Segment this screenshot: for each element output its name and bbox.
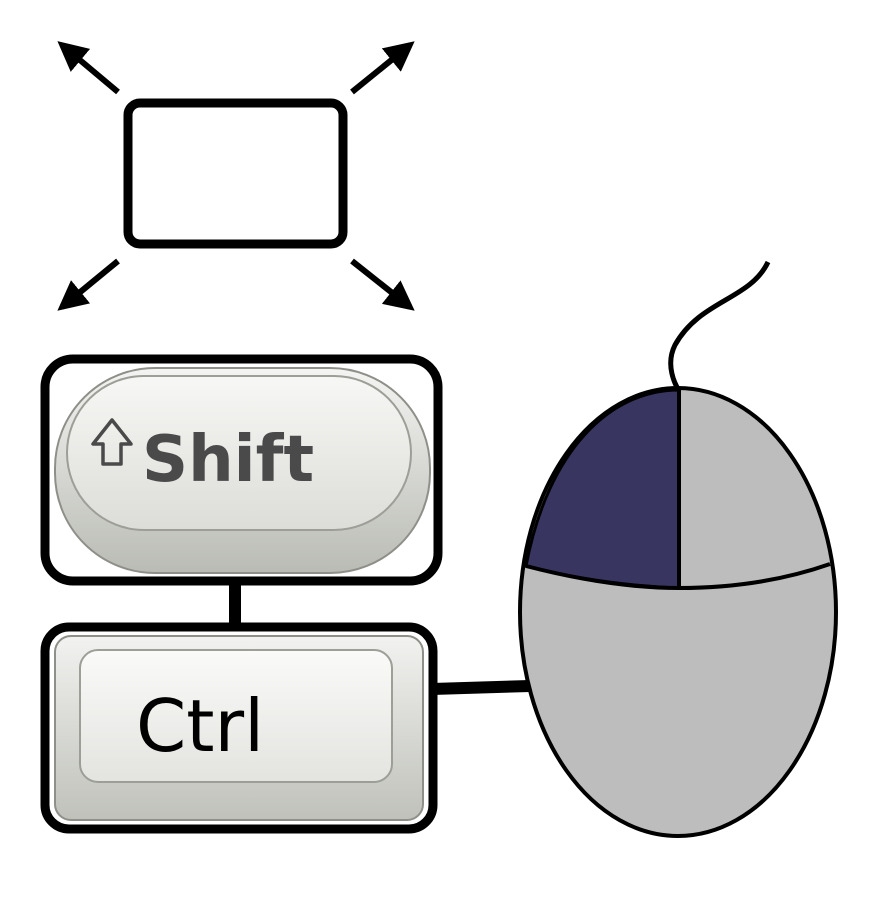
resize-arrows-icon bbox=[57, 41, 415, 311]
mouse-button-edge bbox=[525, 562, 831, 591]
arrow-bottom-right bbox=[350, 258, 415, 311]
ctrl-key: Ctrl bbox=[40, 622, 438, 834]
ctrl-key-top bbox=[79, 649, 393, 783]
shift-arrow-icon bbox=[91, 418, 133, 466]
mouse-cable bbox=[668, 260, 771, 394]
ctrl-label: Ctrl bbox=[136, 684, 264, 768]
shift-label: Shift bbox=[142, 423, 314, 497]
left-mouse-button-highlight bbox=[524, 388, 681, 590]
ctrl-mouse-connector bbox=[431, 680, 531, 695]
arrow-top-right bbox=[350, 41, 415, 95]
shift-key-top bbox=[66, 375, 412, 531]
shift-key: Shift bbox=[40, 354, 443, 586]
window-rect bbox=[123, 98, 348, 249]
arrow-bottom-left bbox=[57, 258, 120, 311]
mouse-icon bbox=[518, 260, 838, 838]
arrow-top-left bbox=[57, 41, 120, 95]
